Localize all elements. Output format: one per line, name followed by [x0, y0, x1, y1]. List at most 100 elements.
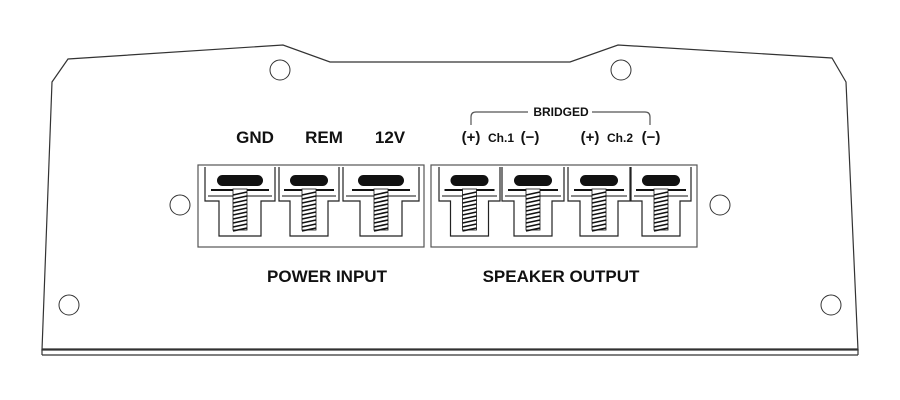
terminal-label-rem: REM: [305, 128, 343, 147]
thread-line: [232, 203, 248, 208]
thread-line: [232, 215, 248, 220]
thread-line: [301, 211, 317, 216]
thread-line: [525, 227, 541, 232]
thread-line: [462, 191, 477, 196]
thread-line: [301, 203, 317, 208]
thread-line: [591, 227, 607, 232]
thread-line: [591, 195, 607, 200]
thread-line: [591, 203, 607, 208]
thread-line: [462, 223, 477, 228]
thread-line: [525, 207, 541, 212]
thread-line: [301, 219, 317, 224]
thread-line: [525, 199, 541, 204]
screw-head-icon: [290, 175, 328, 186]
thread-line: [525, 195, 541, 200]
screw-head-icon: [217, 175, 263, 186]
thread-line: [525, 203, 541, 208]
mounting-hole-icon: [610, 59, 632, 81]
thread-line: [653, 203, 669, 208]
thread-line: [653, 219, 669, 224]
thread-line: [462, 215, 477, 220]
thread-line: [653, 191, 669, 196]
thread-line: [301, 215, 317, 220]
thread-line: [525, 215, 541, 220]
thread-line: [373, 195, 389, 200]
thread-line: [525, 219, 541, 224]
thread-line: [373, 227, 389, 232]
thread-line: [653, 227, 669, 232]
bridged-label: BRIDGED: [533, 105, 589, 119]
thread-line: [591, 215, 607, 220]
speaker-terminal-2: [501, 167, 565, 237]
thread-line: [591, 207, 607, 212]
screw-head-icon: [450, 175, 489, 186]
screw-head-icon: [514, 175, 552, 186]
terminals-group: [204, 167, 692, 237]
thread-line: [653, 207, 669, 212]
thread-line: [653, 223, 669, 228]
thread-line: [373, 211, 389, 216]
bridged-bracket-left: [470, 111, 528, 125]
ch2-plus-label: (+): [581, 129, 600, 146]
thread-line: [591, 199, 607, 204]
thread-line: [653, 215, 669, 220]
thread-line: [653, 195, 669, 200]
thread-line: [301, 199, 317, 204]
speaker-terminal-4: [630, 167, 692, 237]
thread-line: [232, 207, 248, 212]
thread-line: [591, 219, 607, 224]
speaker-terminal-1: [438, 167, 501, 237]
thread-line: [232, 191, 248, 196]
screw-head-icon: [580, 175, 618, 186]
thread-line: [373, 215, 389, 220]
ch1-label: Ch.1: [488, 131, 514, 145]
terminal-label-gnd: GND: [236, 128, 274, 147]
thread-line: [232, 227, 248, 232]
thread-line: [373, 199, 389, 204]
thread-line: [301, 227, 317, 232]
power-input-label: POWER INPUT: [267, 267, 388, 286]
thread-line: [373, 203, 389, 208]
power-terminal-rem: [278, 167, 340, 237]
speaker-output-label: SPEAKER OUTPUT: [483, 267, 640, 286]
mounting-hole-icon: [269, 59, 291, 81]
mounting-hole-icon: [169, 194, 191, 216]
thread-line: [525, 191, 541, 196]
thread-line: [462, 219, 477, 224]
thread-line: [591, 211, 607, 216]
ch2-label: Ch.2: [607, 131, 633, 145]
thread-line: [525, 211, 541, 216]
thread-line: [373, 223, 389, 228]
thread-line: [232, 199, 248, 204]
thread-line: [301, 207, 317, 212]
thread-line: [525, 223, 541, 228]
thread-line: [301, 223, 317, 228]
thread-line: [462, 207, 477, 212]
mounting-hole-icon: [709, 194, 731, 216]
ch1-minus-label: (−): [521, 129, 540, 146]
ch1-plus-label: (+): [462, 129, 481, 146]
thread-line: [232, 223, 248, 228]
thread-line: [373, 219, 389, 224]
thread-line: [232, 195, 248, 200]
bridged-bracket-right: [592, 111, 651, 125]
mounting-hole-icon: [820, 294, 842, 316]
thread-line: [591, 223, 607, 228]
thread-line: [301, 191, 317, 196]
speaker-terminal-3: [567, 167, 631, 237]
screw-head-icon: [642, 175, 680, 186]
screw-head-icon: [358, 175, 404, 186]
chassis-outline: [41, 44, 859, 351]
thread-line: [301, 195, 317, 200]
thread-line: [462, 199, 477, 204]
thread-line: [462, 195, 477, 200]
thread-line: [462, 227, 477, 232]
thread-line: [373, 191, 389, 196]
thread-line: [653, 211, 669, 216]
terminal-label-12v: 12V: [375, 128, 406, 147]
thread-line: [373, 207, 389, 212]
thread-line: [462, 211, 477, 216]
thread-line: [653, 199, 669, 204]
thread-line: [462, 203, 477, 208]
